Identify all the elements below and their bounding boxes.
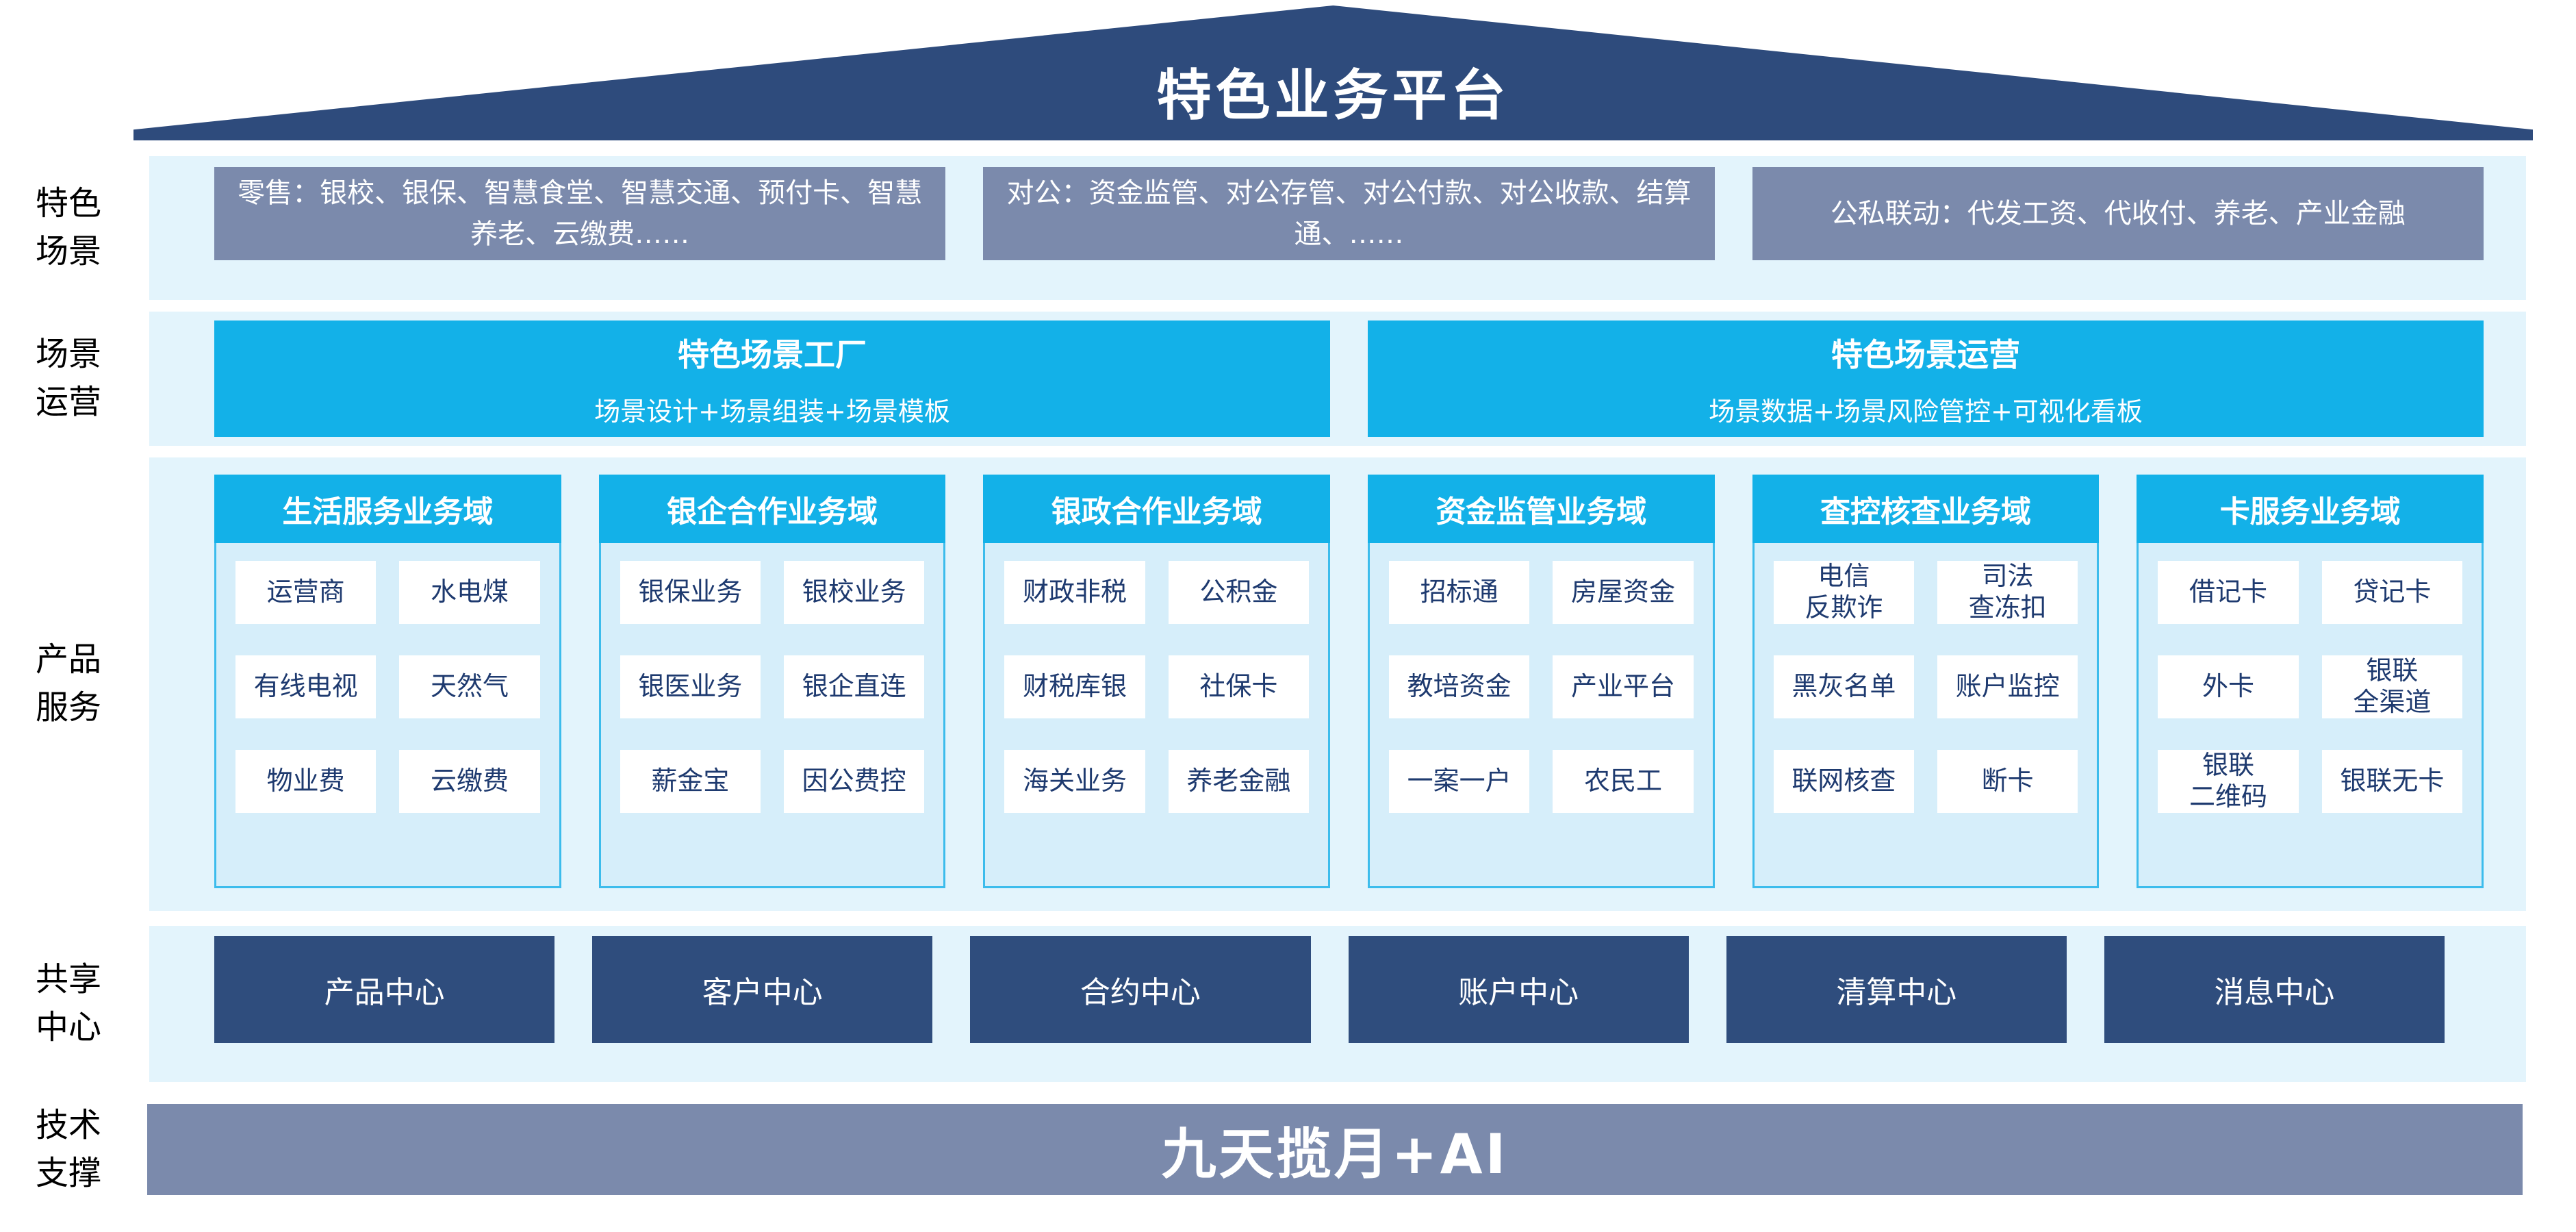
- center-box-row: 产品中心 客户中心 合约中心 账户中心 清算中心 消息中心: [214, 936, 2445, 1043]
- center-box-customer: 客户中心: [592, 936, 933, 1043]
- domain-cell: 银医业务: [620, 655, 761, 718]
- domain-cell: 银保业务: [620, 561, 761, 624]
- domain-cell: 运营商: [235, 561, 377, 624]
- band-special-scenarios: 零售：银校、银保、智慧食堂、智慧交通、预付卡、智慧养老、云缴费…… 对公：资金监…: [149, 156, 2526, 300]
- domain-header: 生活服务业务域: [214, 475, 561, 543]
- ops-box-scenario-factory: 特色场景工厂 场景设计+场景组装+场景模板: [214, 320, 1330, 437]
- domain-cell: 账户监控: [1937, 655, 2078, 718]
- row-label-special-scenarios: 特色 场景: [35, 184, 101, 271]
- domain-cell: 外卡: [2158, 655, 2299, 718]
- domain-cell: 银联 全渠道: [2321, 655, 2463, 718]
- domain-cell: 一案一户: [1389, 750, 1530, 813]
- ops-box-row: 特色场景工厂 场景设计+场景组装+场景模板 特色场景运营 场景数据+场景风险管控…: [214, 320, 2484, 437]
- center-box-clearing: 清算中心: [1726, 936, 2067, 1043]
- domain-cell: 财政非税: [1004, 561, 1145, 624]
- domain-header: 卡服务业务域: [2137, 475, 2484, 543]
- domain-cell: 联网核查: [1773, 750, 1915, 813]
- center-box-product: 产品中心: [214, 936, 555, 1043]
- band-scenario-operations: 特色场景工厂 场景设计+场景组装+场景模板 特色场景运营 场景数据+场景风险管控…: [149, 312, 2526, 446]
- domain-cell: 断卡: [1937, 750, 2078, 813]
- platform-title: 特色业务平台: [1156, 63, 1510, 127]
- row-label-scenario-operations: 场景 运营: [35, 335, 101, 421]
- domain-cell: 农民工: [1553, 750, 1694, 813]
- domain-cell: 天然气: [399, 655, 540, 718]
- domain-cell: 有线电视: [235, 655, 377, 718]
- ops-box-title: 特色场景运营: [1831, 336, 2020, 373]
- domain-column-fund-supervision: 资金监管业务域 招标通 房屋资金 教培资金 产业平台 一案一户 农民工: [1368, 475, 1715, 888]
- domain-cell: 银联 二维码: [2158, 750, 2299, 813]
- domain-cell: 海关业务: [1004, 750, 1145, 813]
- ops-box-scenario-operation: 特色场景运营 场景数据+场景风险管控+可视化看板: [1368, 320, 2484, 437]
- domain-cell: 借记卡: [2158, 561, 2299, 624]
- domain-cell: 教培资金: [1389, 655, 1530, 718]
- ops-box-title: 特色场景工厂: [678, 336, 867, 373]
- domain-cell: 司法 查冻扣: [1937, 561, 2078, 624]
- domain-cell: 产业平台: [1553, 655, 1694, 718]
- domain-cell: 黑灰名单: [1773, 655, 1915, 718]
- scenario-box-retail: 零售：银校、银保、智慧食堂、智慧交通、预付卡、智慧养老、云缴费……: [214, 167, 946, 260]
- domain-column-inquiry-control: 查控核查业务域 电信 反欺诈 司法 查冻扣 黑灰名单 账户监控 联网核查 断卡: [1752, 475, 2100, 888]
- scenario-box-row: 零售：银校、银保、智慧食堂、智慧交通、预付卡、智慧养老、云缴费…… 对公：资金监…: [214, 167, 2484, 260]
- domain-body: 招标通 房屋资金 教培资金 产业平台 一案一户 农民工: [1368, 543, 1715, 888]
- domain-cell: 水电煤: [399, 561, 540, 624]
- center-box-contract: 合约中心: [970, 936, 1311, 1043]
- domain-cell: 银企直连: [784, 655, 925, 718]
- domain-cell: 贷记卡: [2321, 561, 2463, 624]
- ops-box-subtitle: 场景设计+场景组装+场景模板: [594, 396, 950, 427]
- domain-body: 运营商 水电煤 有线电视 天然气 物业费 云缴费: [214, 543, 561, 888]
- scenario-box-corporate: 对公：资金监管、对公存管、对公付款、对公收款、结算通、……: [983, 167, 1715, 260]
- platform-roof: 特色业务平台: [133, 5, 2533, 140]
- band-product-services: 生活服务业务域 运营商 水电煤 有线电视 天然气 物业费 云缴费 银企合作业务域…: [149, 457, 2526, 911]
- domain-cell: 云缴费: [399, 750, 540, 813]
- tech-support-bar: 九天揽月+AI: [147, 1104, 2523, 1195]
- ops-box-subtitle: 场景数据+场景风险管控+可视化看板: [1709, 396, 2143, 427]
- domain-column-life-services: 生活服务业务域 运营商 水电煤 有线电视 天然气 物业费 云缴费: [214, 475, 561, 888]
- domain-body: 银保业务 银校业务 银医业务 银企直连 薪金宝 因公费控: [598, 543, 946, 888]
- domain-column-bank-enterprise: 银企合作业务域 银保业务 银校业务 银医业务 银企直连 薪金宝 因公费控: [598, 475, 946, 888]
- domain-header: 查控核查业务域: [1752, 475, 2100, 543]
- domain-cell: 因公费控: [784, 750, 925, 813]
- band-shared-centers: 产品中心 客户中心 合约中心 账户中心 清算中心 消息中心: [149, 926, 2526, 1082]
- domain-header: 银政合作业务域: [983, 475, 1331, 543]
- domain-cell: 养老金融: [1168, 750, 1310, 813]
- domain-cell: 薪金宝: [620, 750, 761, 813]
- center-box-account: 账户中心: [1348, 936, 1689, 1043]
- center-box-message: 消息中心: [2104, 936, 2445, 1043]
- row-label-product-services: 产品 服务: [35, 640, 101, 727]
- domain-body: 借记卡 贷记卡 外卡 银联 全渠道 银联 二维码 银联无卡: [2137, 543, 2484, 888]
- row-label-shared-centers: 共享 中心: [35, 960, 101, 1046]
- domain-cell: 银联无卡: [2321, 750, 2463, 813]
- domain-header: 资金监管业务域: [1368, 475, 1715, 543]
- domain-cell: 银校业务: [784, 561, 925, 624]
- domain-column-bank-government: 银政合作业务域 财政非税 公积金 财税库银 社保卡 海关业务 养老金融: [983, 475, 1331, 888]
- domain-cell: 财税库银: [1004, 655, 1145, 718]
- domain-cell: 物业费: [235, 750, 377, 813]
- domain-cell: 社保卡: [1168, 655, 1310, 718]
- domain-body: 财政非税 公积金 财税库银 社保卡 海关业务 养老金融: [983, 543, 1331, 888]
- row-label-tech-support: 技术 支撑: [35, 1105, 101, 1192]
- domain-body: 电信 反欺诈 司法 查冻扣 黑灰名单 账户监控 联网核查 断卡: [1752, 543, 2100, 888]
- domain-cell: 招标通: [1389, 561, 1530, 624]
- domain-column-card-services: 卡服务业务域 借记卡 贷记卡 外卡 银联 全渠道 银联 二维码 银联无卡: [2137, 475, 2484, 888]
- domain-cell: 电信 反欺诈: [1773, 561, 1915, 624]
- domain-cell: 公积金: [1168, 561, 1310, 624]
- domain-column-row: 生活服务业务域 运营商 水电煤 有线电视 天然气 物业费 云缴费 银企合作业务域…: [214, 475, 2484, 888]
- scenario-box-public-private: 公私联动：代发工资、代收付、养老、产业金融: [1752, 167, 2484, 260]
- domain-cell: 房屋资金: [1553, 561, 1694, 624]
- domain-header: 银企合作业务域: [598, 475, 946, 543]
